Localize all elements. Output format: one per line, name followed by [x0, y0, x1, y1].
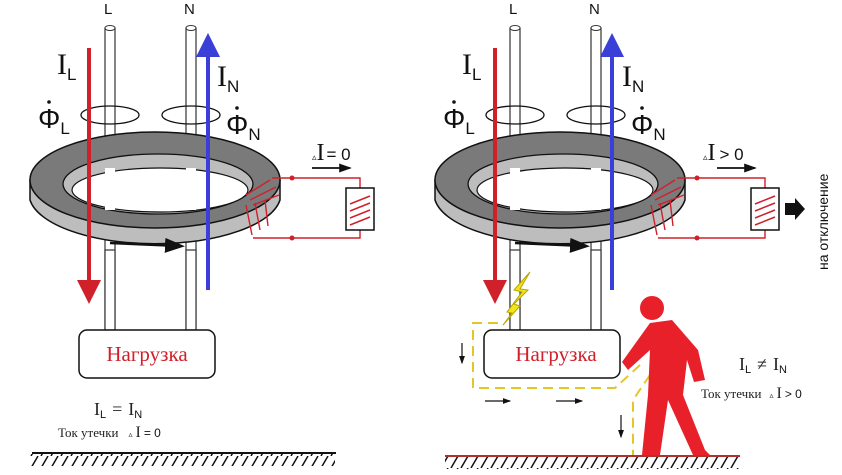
trip-arrow-icon [785, 198, 805, 220]
transformer-core [30, 26, 374, 379]
panel-leakage: L N IL IN ΦL ΦN ▵I> 0 на отключение Нагр… [435, 1, 831, 469]
current-equation: IL≠IN [739, 354, 787, 376]
label-phi-l: ΦL [38, 103, 70, 138]
leak-current-text: Ток утечки▵I> 0 [701, 385, 802, 402]
wire-label-n: N [184, 1, 195, 18]
current-equation: IL=IN [94, 399, 142, 421]
wire-label-n: N [589, 1, 600, 18]
leak-current-text: Ток утечки▵I= 0 [58, 424, 161, 441]
load-label: Нагрузка [106, 342, 188, 366]
label-il: IL [57, 48, 76, 84]
relay-current-label: ▵I> 0 [703, 140, 744, 166]
load-label: Нагрузка [515, 342, 597, 366]
ground-hatch [30, 454, 335, 466]
wire-label-l: L [509, 1, 517, 18]
leak-path-ground [632, 374, 651, 455]
label-phi-l: ΦL [443, 103, 475, 138]
person-figure [622, 296, 710, 455]
leak-path [472, 322, 641, 389]
label-il: IL [462, 48, 481, 84]
relay-current-label: ▵I= 0 [312, 140, 351, 166]
label-phi-n: ΦN [226, 109, 261, 144]
leak-flow-arrows [459, 343, 624, 439]
panel-normal: L N IL IN ΦL ΦN ▵I= 0 Нагрузка IL=IN Ток… [30, 1, 374, 466]
wire-label-l: L [104, 1, 112, 18]
ground-hatch [445, 457, 740, 469]
label-in: IN [217, 60, 239, 96]
trip-label: на отключение [815, 173, 831, 270]
transformer-core [435, 26, 779, 379]
fault-lightning-icon [502, 271, 531, 326]
label-in: IN [622, 60, 644, 96]
label-phi-n: ΦN [631, 109, 666, 144]
